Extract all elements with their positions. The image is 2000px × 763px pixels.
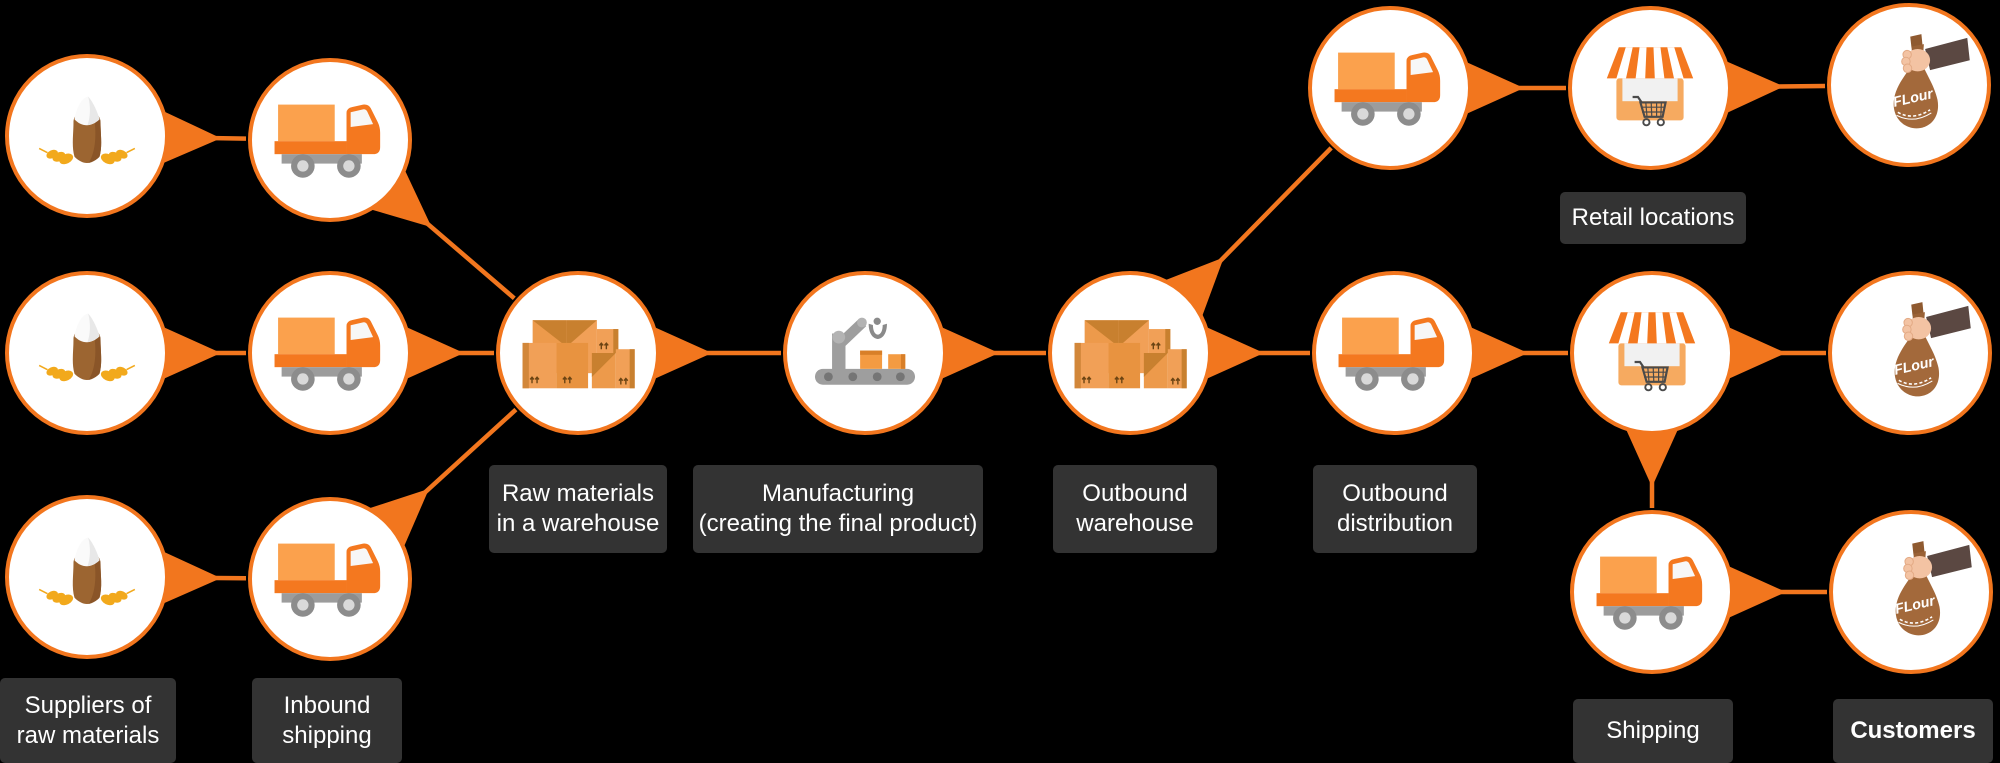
truck-icon — [1331, 29, 1449, 147]
connector-retail-store-top-to-customer-top — [1723, 60, 1826, 115]
label-retail-locations-line-1: Retail locations — [1571, 204, 1735, 231]
connector-inbound-truck-3-to-raw-warehouse — [366, 407, 518, 550]
node-supplier-2 — [5, 271, 169, 435]
robot-arm-icon — [804, 292, 926, 414]
label-manufacturing-line-2: (creating the final product) — [698, 510, 978, 537]
node-inbound-truck-2 — [248, 271, 412, 435]
connector-outbound-distribution-truck-to-retail-store-middle — [1468, 326, 1568, 380]
label-raw-materials-in-a-warehouse-line-2: in a warehouse — [496, 510, 660, 537]
connector-outbound-warehouse-to-outbound-distribution-truck — [1204, 326, 1310, 380]
node-supplier-3 — [5, 495, 169, 659]
node-inbound-truck-3 — [248, 497, 412, 661]
node-manufacturing — [783, 271, 947, 435]
connector-supplier-1-to-inbound-truck-1 — [160, 110, 247, 165]
node-customer-bottom — [1829, 510, 1993, 674]
node-customer-top — [1827, 3, 1991, 167]
label-outbound-distribution: Outbound distribution — [1313, 465, 1477, 553]
truck-icon — [271, 520, 389, 638]
connector-supplier-2-to-inbound-truck-2 — [161, 326, 246, 380]
node-customer-middle — [1828, 271, 1992, 435]
label-manufacturing: Manufacturing (creating the final product… — [693, 465, 983, 553]
connector-outbound-warehouse-to-distribution-truck-top — [1162, 146, 1333, 320]
connector-raw-warehouse-to-manufacturing — [652, 326, 781, 380]
node-supplier-1 — [5, 54, 169, 218]
flour-sack-icon — [35, 84, 139, 188]
flour-bag-hand-icon — [1848, 291, 1972, 415]
label-raw-materials-in-a-warehouse-line-1: Raw materials — [501, 480, 655, 507]
label-outbound-warehouse: Outbound warehouse — [1053, 465, 1217, 553]
label-customers: Customers — [1833, 699, 1993, 763]
node-retail-store-middle — [1570, 271, 1734, 435]
connector-inbound-truck-2-to-raw-warehouse — [404, 326, 494, 380]
truck-icon — [1593, 533, 1711, 651]
flour-bag-hand-icon — [1847, 23, 1971, 147]
boxes-icon — [1067, 290, 1193, 416]
flour-sack-icon — [35, 301, 139, 405]
node-retail-store-top — [1568, 6, 1732, 170]
node-inbound-truck-1 — [248, 58, 412, 222]
label-raw-materials-in-a-warehouse: Raw materials in a warehouse — [489, 465, 667, 553]
connector-retail-store-middle-to-customer-middle — [1726, 326, 1826, 380]
connector-shipping-truck-to-customer-bottom — [1726, 565, 1827, 619]
connector-manufacturing-to-outbound-warehouse — [939, 326, 1046, 380]
truck-icon — [1335, 294, 1453, 412]
flour-sack-icon — [35, 525, 139, 629]
label-suppliers-of-raw-materials-line-1: Suppliers of — [24, 691, 152, 719]
label-customers-line-1: Customers — [1850, 717, 1976, 744]
store-icon — [1592, 293, 1712, 413]
label-outbound-distribution-line-2: distribution — [1336, 510, 1454, 537]
connector-distribution-truck-top-to-retail-store-top — [1464, 61, 1566, 115]
boxes-icon — [515, 290, 641, 416]
label-shipping: Shipping — [1573, 699, 1733, 763]
label-suppliers-of-raw-materials-line-2: raw materials — [16, 721, 160, 749]
truck-icon — [271, 294, 389, 412]
connector-supplier-3-to-inbound-truck-3 — [160, 550, 247, 605]
node-outbound-warehouse — [1048, 271, 1212, 435]
label-shipping-line-1: Shipping — [1606, 717, 1700, 744]
connector-retail-store-middle-to-shipping-truck — [1625, 427, 1679, 508]
store-icon — [1590, 28, 1710, 148]
label-manufacturing-line-1: Manufacturing — [761, 480, 915, 507]
node-raw-warehouse — [496, 271, 660, 435]
label-inbound-shipping-line-2: shipping — [282, 721, 372, 749]
label-outbound-warehouse-line-2: warehouse — [1076, 510, 1194, 537]
node-outbound-distribution-truck — [1312, 271, 1476, 435]
node-distribution-truck-top — [1308, 6, 1472, 170]
label-outbound-warehouse-line-1: Outbound — [1082, 480, 1188, 507]
connector-inbound-truck-1-to-raw-warehouse — [368, 167, 516, 300]
truck-icon — [271, 81, 389, 199]
label-retail-locations: Retail locations — [1560, 192, 1746, 244]
flour-bag-hand-icon — [1849, 530, 1973, 654]
label-inbound-shipping-line-1: Inbound — [283, 691, 371, 719]
label-outbound-distribution-line-1: Outbound — [1342, 480, 1448, 507]
node-shipping-truck — [1570, 510, 1734, 674]
